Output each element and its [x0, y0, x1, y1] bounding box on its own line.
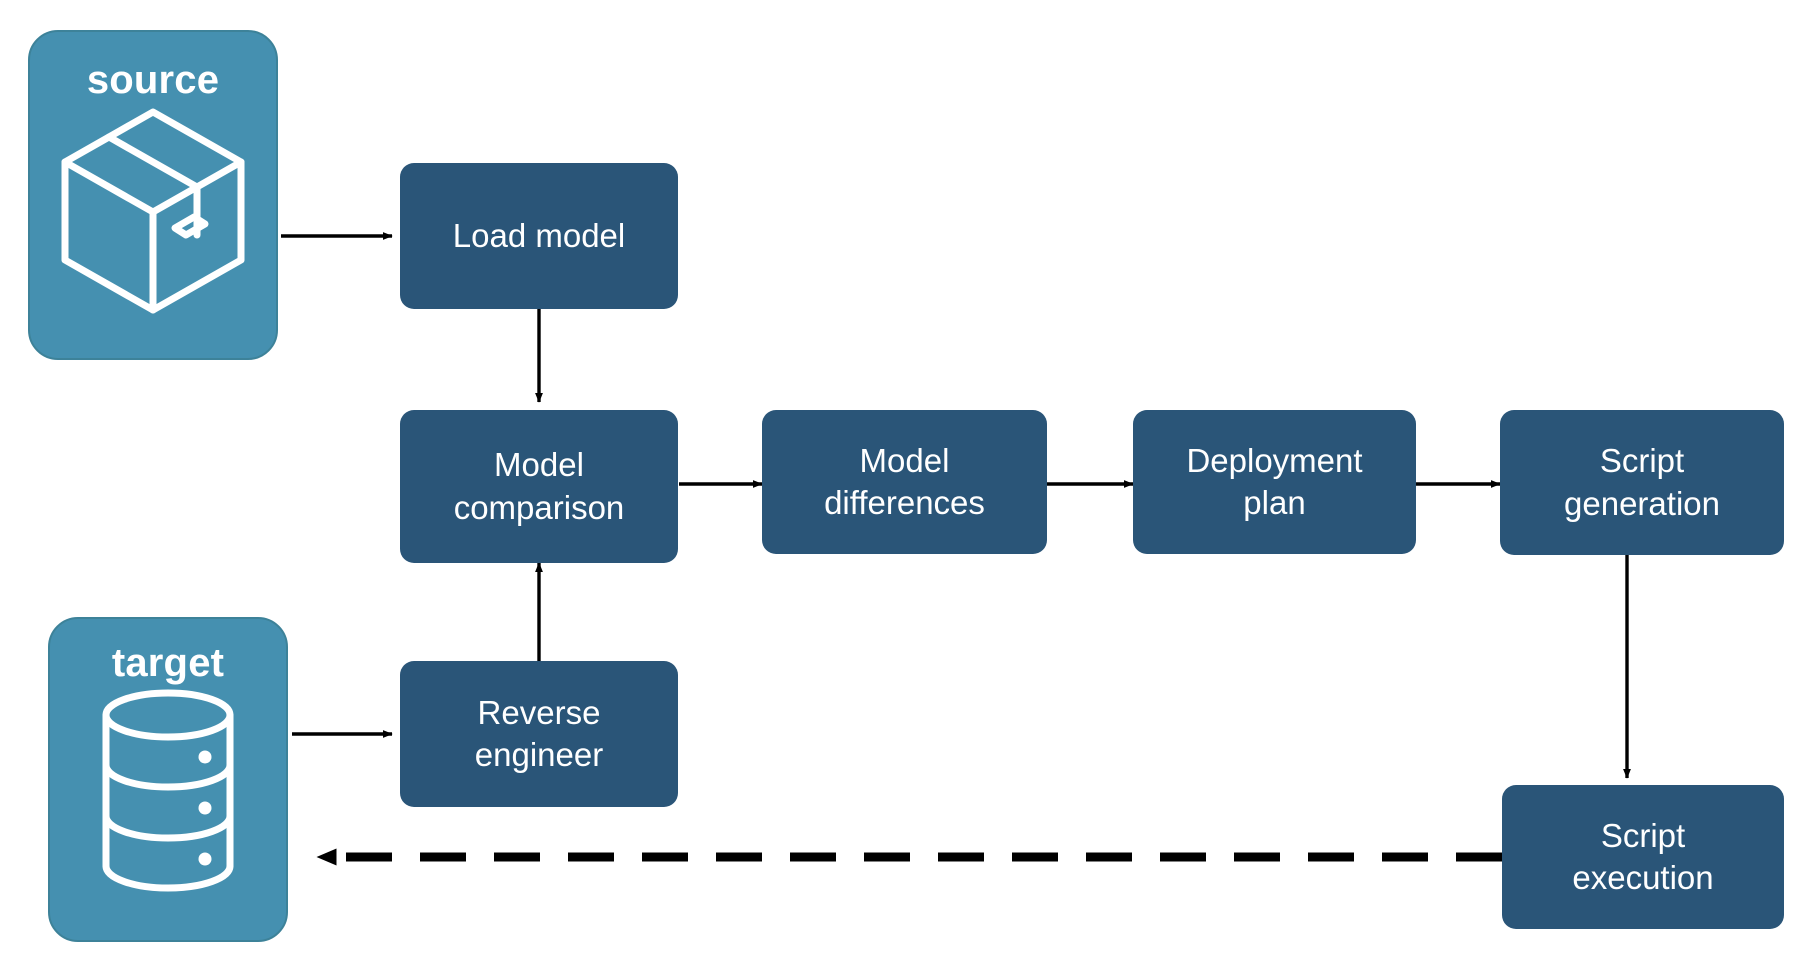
- endpoint-source-label: source: [86, 58, 220, 102]
- package-box-icon: [53, 100, 253, 320]
- node-deployment-plan[interactable]: Deployment plan: [1133, 410, 1416, 554]
- node-model-comparison[interactable]: Model comparison: [400, 410, 678, 563]
- endpoint-target[interactable]: target: [48, 617, 288, 942]
- node-script-generation[interactable]: Script generation: [1500, 410, 1784, 555]
- node-script-execution[interactable]: Script execution: [1502, 785, 1784, 929]
- node-load-model[interactable]: Load model: [400, 163, 678, 309]
- database-cylinder-icon: [88, 683, 248, 903]
- node-reverse-engineer[interactable]: Reverse engineer: [400, 661, 678, 807]
- endpoint-source[interactable]: source: [28, 30, 278, 360]
- endpoint-target-label: target: [111, 641, 225, 685]
- node-model-differences[interactable]: Model differences: [762, 410, 1047, 554]
